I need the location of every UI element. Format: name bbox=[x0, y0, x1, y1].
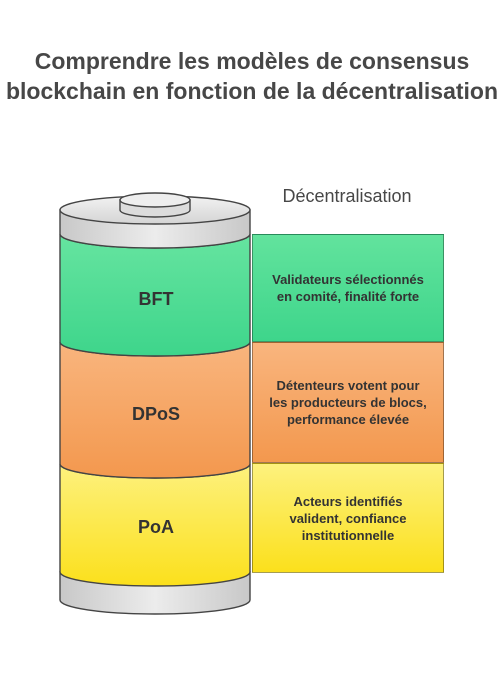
description-box-poa: Acteurs identifiés valident, confiance i… bbox=[252, 463, 444, 573]
description-dpos: Détenteurs votent pour les producteurs d… bbox=[269, 378, 427, 427]
diagram-title: Comprendre les modèles de consensus bloc… bbox=[5, 48, 499, 104]
battery-terminal-top bbox=[119, 192, 191, 208]
axis-label: Décentralisation bbox=[282, 186, 412, 206]
description-poa: Acteurs identifiés valident, confiance i… bbox=[289, 493, 407, 543]
layer-label-dpos: DPoS bbox=[131, 404, 180, 424]
layer-label-bft: BFT bbox=[138, 289, 174, 309]
description-bft: Validateurs sélectionnés en comité, fina… bbox=[272, 272, 424, 304]
description-box-dpos: Détenteurs votent pour les producteurs d… bbox=[252, 342, 444, 463]
layer-label-poa: PoA bbox=[138, 517, 174, 537]
description-box-bft: Validateurs sélectionnés en comité, fina… bbox=[252, 234, 444, 342]
